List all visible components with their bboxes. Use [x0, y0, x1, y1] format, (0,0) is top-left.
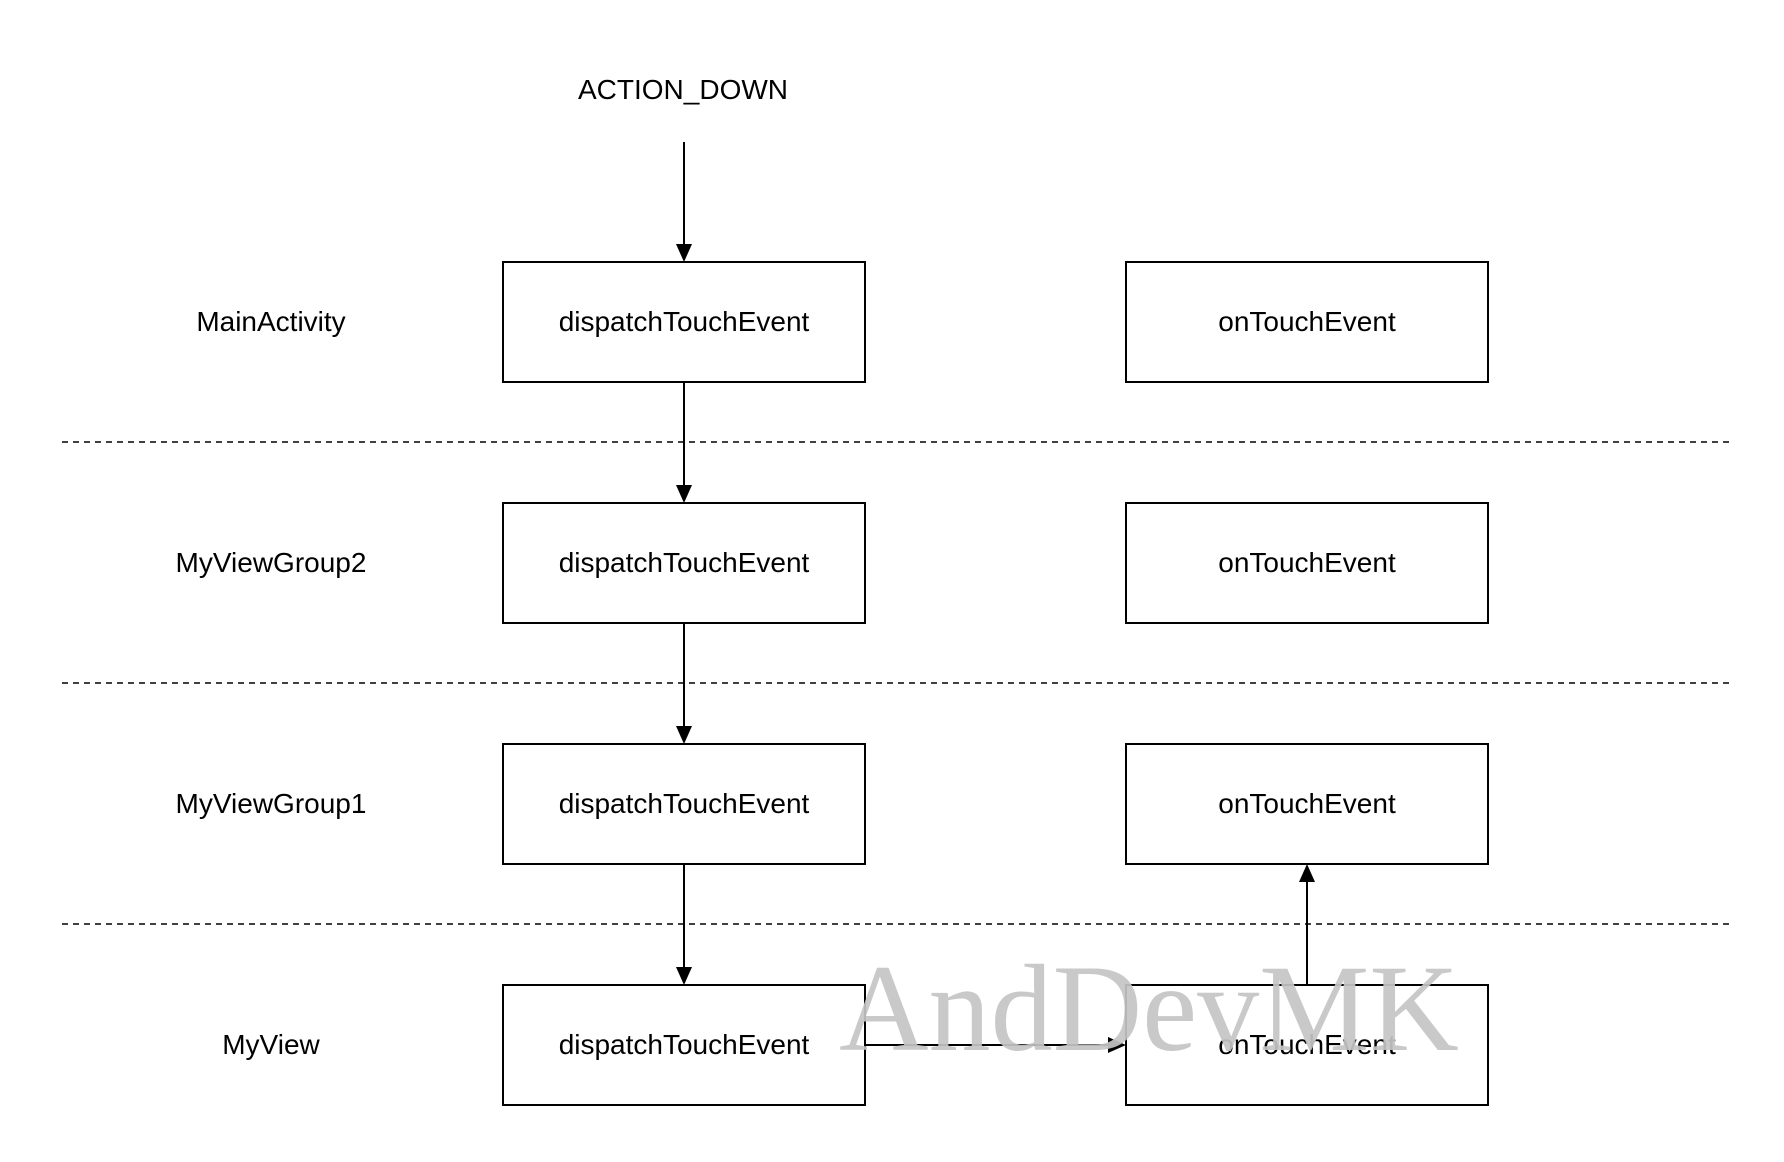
arrow-dispatch-to-ontouch-my-view: [865, 1037, 1126, 1053]
ontouch-box-main-activity: onTouchEvent: [1125, 261, 1489, 383]
ontouch-box-label: onTouchEvent: [1218, 1029, 1396, 1060]
event-label: ACTION_DOWN: [578, 74, 788, 105]
arrow-my-view-group1-to-my-view: [676, 864, 692, 985]
dispatch-box-my-view-group1: dispatchTouchEvent: [502, 743, 866, 865]
arrow-my-view-group2-to-my-view-group1: [676, 623, 692, 744]
ontouch-box-label: onTouchEvent: [1218, 306, 1396, 337]
layer-label-my-view-group2: MyViewGroup2: [176, 547, 367, 578]
ontouch-box-label: onTouchEvent: [1218, 788, 1396, 819]
arrow-my-view-ontouch-to-my-view-group1-ontouch: [1299, 864, 1315, 985]
layer-label-my-view: MyView: [222, 1029, 320, 1060]
layer-label-main-activity: MainActivity: [196, 306, 345, 337]
dispatch-box-label: dispatchTouchEvent: [559, 788, 810, 819]
layer-label-my-view-group1: MyViewGroup1: [176, 788, 367, 819]
ontouch-box-my-view: onTouchEvent: [1125, 984, 1489, 1106]
dispatch-box-my-view: dispatchTouchEvent: [502, 984, 866, 1106]
dispatch-box-main-activity: dispatchTouchEvent: [502, 261, 866, 383]
dispatch-box-label: dispatchTouchEvent: [559, 547, 810, 578]
arrow-main-activity-to-my-view-group2: [676, 382, 692, 503]
dispatch-box-my-view-group2: dispatchTouchEvent: [502, 502, 866, 624]
arrow-event-to-main-activity: [676, 142, 692, 262]
ontouch-box-label: onTouchEvent: [1218, 547, 1396, 578]
ontouch-box-my-view-group1: onTouchEvent: [1125, 743, 1489, 865]
ontouch-box-my-view-group2: onTouchEvent: [1125, 502, 1489, 624]
watermark: AndDevMK: [839, 940, 1459, 1077]
dispatch-box-label: dispatchTouchEvent: [559, 1029, 810, 1060]
dispatch-box-label: dispatchTouchEvent: [559, 306, 810, 337]
